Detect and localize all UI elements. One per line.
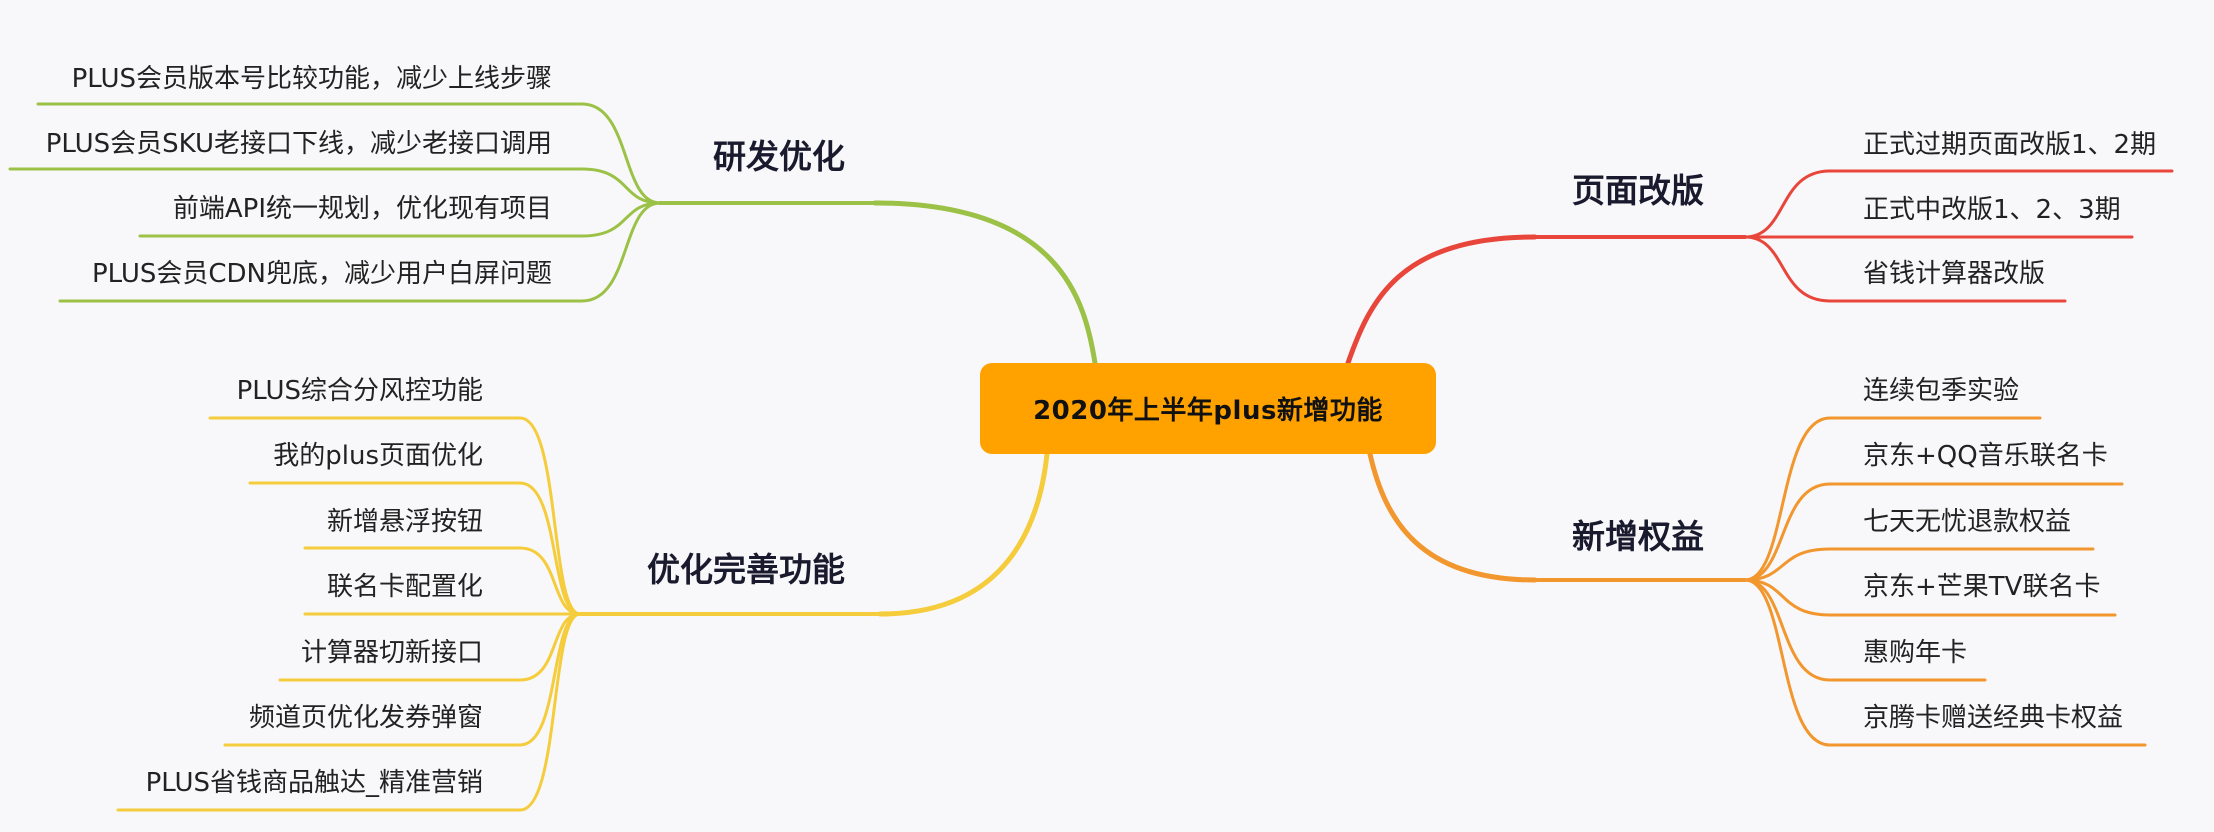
leaf-research-2[interactable]: PLUS会员SKU老接口下线，减少老接口调用: [45, 129, 552, 159]
connector-redesign: [1345, 234, 1538, 366]
branch-improve[interactable]: 优化完善功能: [647, 550, 845, 589]
leaf-redesign-2[interactable]: 正式中改版1、2、3期: [1863, 195, 2121, 225]
leaf-improve-1[interactable]: PLUS综合分风控功能: [236, 376, 483, 406]
leaf-redesign-3[interactable]: 省钱计算器改版: [1863, 259, 2046, 289]
leaf-improve-5[interactable]: 计算器切新接口: [300, 638, 483, 668]
leaf-research-3[interactable]: 前端API统一规划，优化现有项目: [172, 194, 552, 224]
leaf-redesign-1[interactable]: 正式过期页面改版1、2期: [1863, 130, 2157, 160]
connector-improve: [877, 451, 1050, 617]
connector-leaf-improve-6: [223, 612, 582, 747]
leaf-improve-7[interactable]: PLUS省钱商品触达_精准营销: [145, 768, 483, 798]
leaf-rights-3[interactable]: 七天无忧退款权益: [1863, 507, 2072, 537]
connector-leaf-research-4: [58, 201, 662, 303]
leaf-improve-2[interactable]: 我的plus页面优化: [273, 441, 483, 471]
connector-leaf-redesign-1: [1743, 169, 2174, 239]
leaf-rights-6[interactable]: 京腾卡赠送经典卡权益: [1863, 703, 2124, 733]
connector-leaf-rights-3: [1743, 547, 2095, 582]
connector-leaf-redesign-3: [1743, 235, 2067, 303]
connector-leaf-improve-3: [303, 546, 582, 616]
leaf-research-4[interactable]: PLUS会员CDN兜底，减少用户白屏问题: [91, 259, 552, 289]
leaf-rights-2[interactable]: 京东+QQ音乐联名卡: [1863, 441, 2108, 471]
connector-leaf-rights-4: [1743, 578, 2117, 617]
leaf-improve-3[interactable]: 新增悬浮按钮: [326, 507, 483, 537]
connector-leaf-research-3: [138, 201, 662, 238]
leaf-rights-1[interactable]: 连续包季实验: [1863, 376, 2020, 406]
connector-leaf-improve-1: [208, 416, 582, 616]
connector-leaf-research-1: [36, 102, 662, 205]
branch-redesign[interactable]: 页面改版: [1572, 171, 1704, 210]
leaf-research-1[interactable]: PLUS会员版本号比较功能，减少上线步骤: [71, 64, 552, 94]
connector-leaf-improve-2: [248, 481, 582, 616]
connector-leaf-research-2: [8, 167, 662, 205]
branch-research[interactable]: 研发优化: [713, 137, 845, 176]
connector-leaf-rights-1: [1743, 416, 2042, 582]
connector-leaf-improve-5: [278, 612, 582, 682]
central-topic[interactable]: 2020年上半年plus新增功能: [980, 363, 1436, 454]
connector-rights: [1367, 451, 1538, 583]
leaf-rights-4[interactable]: 京东+芒果TV联名卡: [1863, 572, 2101, 602]
connector-leaf-rights-2: [1743, 482, 2124, 582]
leaf-rights-5[interactable]: 惠购年卡: [1863, 638, 1968, 668]
leaf-improve-4[interactable]: 联名卡配置化: [326, 572, 483, 602]
branch-rights[interactable]: 新增权益: [1572, 517, 1704, 556]
connector-leaf-improve-7: [116, 612, 582, 812]
connector-leaf-rights-6: [1743, 578, 2147, 747]
connector-research: [872, 200, 1098, 366]
connector-leaf-rights-5: [1743, 578, 1987, 682]
leaf-improve-6[interactable]: 频道页优化发券弹窗: [248, 703, 483, 733]
